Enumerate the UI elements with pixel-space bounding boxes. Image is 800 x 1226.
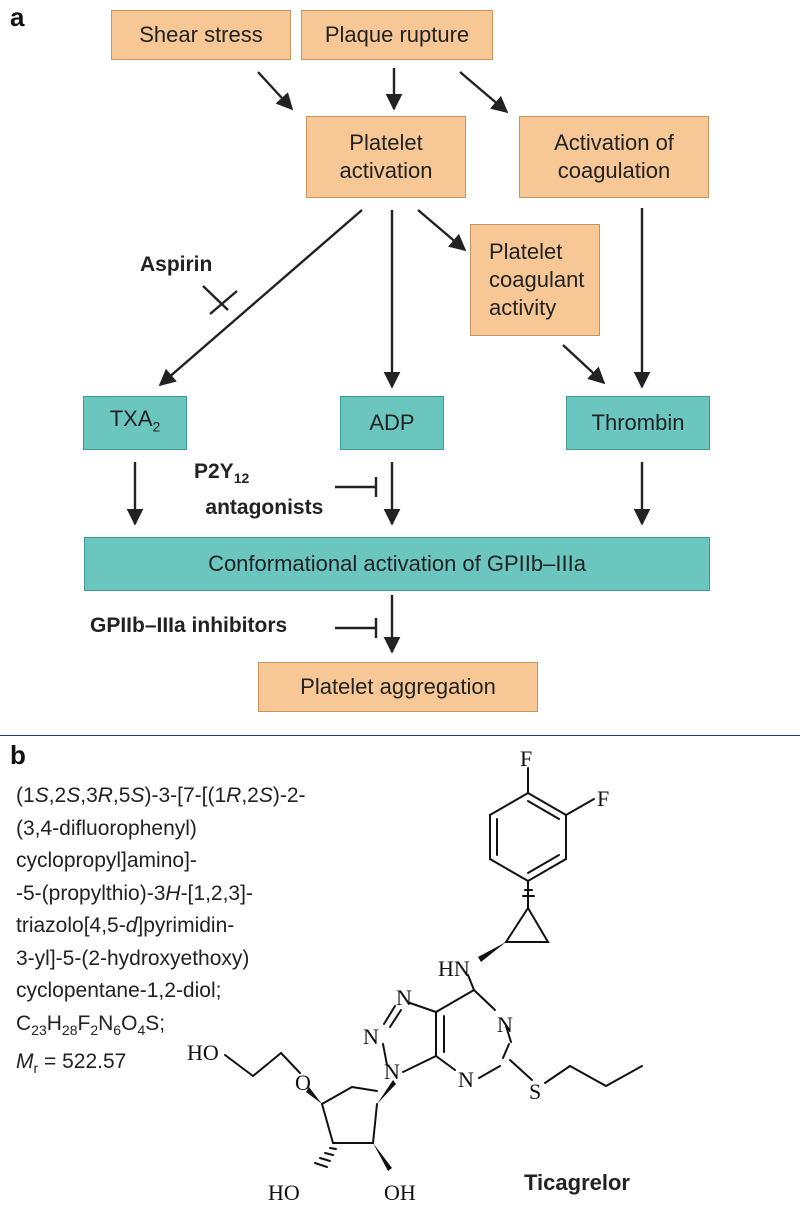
box-shear-stress: Shear stress <box>111 10 291 60</box>
atom-hn: HN <box>438 956 470 981</box>
atom-ho-ring: HO <box>268 1180 300 1205</box>
panel-divider <box>0 735 800 736</box>
box-gpiib-activation: Conformational activation of GPIIb–IIIa <box>84 537 710 591</box>
label-aspirin: Aspirin <box>140 253 213 276</box>
iupac-line-7: cyclopentane-1,2-diol; <box>16 979 222 1002</box>
atom-ho-chain: HO <box>187 1040 219 1065</box>
box-plaque-rupture: Plaque rupture <box>301 10 493 60</box>
box-thrombin: Thrombin <box>566 396 710 450</box>
label-p2y12-antagonists: P2Y12 antagonists <box>194 460 324 520</box>
arrow-activation-to-pca <box>417 209 467 252</box>
iupac-line-5: triazolo[4,5-d]pyrimidin- <box>16 914 235 937</box>
arrow-pca-to-thrombin <box>562 344 606 385</box>
panel-a-label: a <box>10 2 25 32</box>
atom-n-tri2: N <box>363 1024 379 1049</box>
atom-f1: F <box>520 746 532 771</box>
arrow-activation-to-txa2 <box>158 209 363 387</box>
atom-n-tri3: N <box>384 1059 400 1084</box>
atom-n-pyr2: N <box>458 1067 474 1092</box>
inhibit-line-aspirin <box>202 285 229 311</box>
atom-n-tri1: N <box>396 985 412 1010</box>
iupac-line-4: -5-(propylthio)-3H-[1,2,3]- <box>16 881 253 905</box>
label-gpiib-inhibitors: GPIIb–IIIa inhibitors <box>90 614 288 637</box>
iupac-line-6: 3-yl]-5-(2-hydroxyethoxy) <box>16 946 250 970</box>
iupac-line-2: (3,4-difluorophenyl) <box>16 816 197 840</box>
panel-b-label: b <box>10 740 26 770</box>
iupac-line-3: cyclopropyl]amino]- <box>16 849 197 872</box>
box-platelet-aggregation: Platelet aggregation <box>258 662 538 712</box>
iupac-line-1: (1S,2S,3R,5S)-3-[7-[(1R,2S)-2- <box>16 784 306 807</box>
atom-s: S <box>529 1079 541 1104</box>
ticagrelor-structure <box>224 767 643 1171</box>
iupac-name: (1S,2S,3R,5S)-3-[7-[(1R,2S)-2- (3,4-difl… <box>16 780 306 1085</box>
drug-name: Ticagrelor <box>524 1170 630 1195</box>
box-txa2: TXA2 <box>83 396 187 450</box>
atom-f2: F <box>597 786 609 811</box>
atom-oh-ring: OH <box>384 1180 416 1205</box>
arrow-rupture-to-coagulation <box>459 71 509 114</box>
inhibit-bar-aspirin <box>209 290 238 315</box>
atom-o-ether: O <box>295 1070 311 1095</box>
arrow-shear-to-activation <box>257 71 294 111</box>
atom-n-pyr1: N <box>497 1012 513 1037</box>
molecular-mass: Mr = 522.57 <box>16 1050 127 1077</box>
box-adp: ADP <box>340 396 444 450</box>
molecular-formula: C23H28F2N6O4S; <box>16 1011 166 1038</box>
